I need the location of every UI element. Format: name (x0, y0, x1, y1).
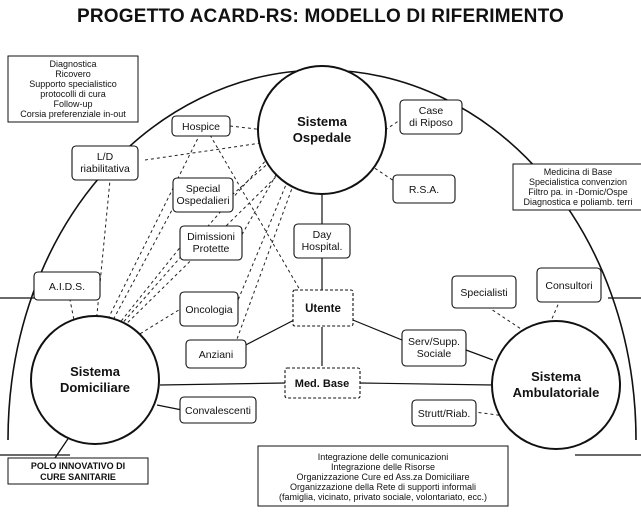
domiciliare-line1: Sistema (70, 364, 121, 379)
anziani-box[interactable] (185, 339, 247, 369)
integrazione-line-3: Organizzazione Cure ed Ass.za Domiciliar… (296, 472, 469, 482)
right-line-1: Medicina di Base (544, 167, 613, 177)
sistema-domiciliare-circle[interactable] (30, 315, 160, 445)
oncologia-box[interactable] (179, 291, 239, 327)
right-line-3: Filtro pa. in -Domic/Ospe (528, 187, 628, 197)
serv-supp-line1: Serv/Supp. (408, 336, 460, 348)
anziani-label: Anziani (199, 349, 233, 361)
day-hospital-line1: Day (313, 229, 332, 241)
rsa-box[interactable] (392, 174, 456, 204)
integrazione-line-4: Organizzazione della Rete di supporti in… (290, 482, 476, 492)
domiciliare-line2: Domiciliare (60, 380, 130, 395)
top-left-line-5: Follow-up (53, 99, 92, 109)
right-line-2: Specialistica convenzion (529, 177, 627, 187)
sistema-ospedale-circle[interactable] (257, 65, 387, 195)
polo-box (7, 457, 149, 485)
consultori-label: Consultori (545, 280, 592, 292)
strutt-box[interactable] (411, 399, 477, 427)
connector (235, 167, 281, 246)
sistema-ambulatoriale-circle[interactable] (491, 320, 621, 450)
connector (99, 133, 201, 336)
case-riposo-box[interactable] (399, 99, 463, 135)
ld-box[interactable] (71, 145, 139, 181)
connector (111, 149, 276, 336)
oncologia-label: Oncologia (185, 304, 232, 316)
connector (69, 299, 76, 326)
hospice-box[interactable] (171, 115, 231, 137)
top-left-line-1: Diagnostica (49, 59, 96, 69)
right-line-4: Diagnostica e poliamb. terri (523, 197, 632, 207)
connector (232, 179, 296, 351)
specialisti-box[interactable] (451, 275, 517, 309)
top-left-box (7, 55, 139, 123)
convalescenti-label: Convalescenti (185, 405, 251, 417)
top-left-line-4: protocolli di cura (40, 89, 106, 99)
right-box (512, 163, 641, 211)
aids-label: A.I.D.S. (49, 281, 85, 293)
special-line1: Special (186, 183, 220, 195)
day-hospital-box[interactable] (293, 223, 351, 259)
day-hospital-line2: Hospital. (302, 241, 343, 253)
connector (104, 194, 181, 336)
top-left-line-3: Supporto specialistico (29, 79, 117, 89)
polo-line-1: POLO INNOVATIVO DI (31, 461, 125, 471)
connector (347, 317, 403, 341)
ambulatoriale-line1: Sistema (531, 369, 582, 384)
dimissioni-line1: Dimissioni (187, 231, 235, 243)
case-riposo-line1: Case (419, 105, 444, 117)
connector (94, 179, 111, 336)
serv-supp-box[interactable] (401, 329, 467, 367)
ld-line2: riabilitativa (80, 163, 130, 175)
top-left-line-2: Ricovero (55, 69, 91, 79)
med-base-box[interactable] (284, 367, 361, 399)
polo-line-2: CURE SANITARIE (40, 472, 116, 482)
connector (465, 349, 494, 361)
dimissioni-box[interactable] (179, 225, 243, 261)
strutt-label: Strutt/Riab. (418, 408, 471, 420)
serv-supp-line2: Sociale (417, 348, 452, 360)
connector (109, 244, 183, 336)
consultori-box[interactable] (536, 267, 602, 303)
convalescenti-box[interactable] (179, 396, 257, 424)
special-line2: Ospedalieri (176, 195, 229, 207)
special-ospedalieri-box[interactable] (172, 177, 234, 213)
connector (144, 141, 269, 161)
top-left-line-6: Corsia preferenziale in-out (20, 109, 126, 119)
med-base-label: Med. Base (295, 378, 349, 390)
connector (231, 159, 273, 196)
integrazione-line-5: (famiglia, vicinato, privato sociale, vo… (279, 492, 487, 502)
integrazione-box (257, 445, 509, 507)
ospedale-line2: Ospedale (293, 130, 352, 145)
dimissioni-line2: Protette (193, 243, 230, 255)
case-riposo-line2: di Riposo (409, 117, 453, 129)
connector (159, 382, 286, 386)
integrazione-line-2: Integrazione delle Risorse (331, 462, 435, 472)
utente-label: Utente (305, 303, 341, 315)
aids-box[interactable] (33, 271, 101, 301)
dashed-connectors (69, 119, 561, 421)
connector (129, 307, 183, 341)
integrazione-line-1: Integrazione delle comunicazioni (318, 452, 449, 462)
connector (359, 382, 494, 386)
specialisti-label: Specialisti (460, 287, 507, 299)
rsa-label: R.S.A. (409, 184, 439, 196)
hospice-label: Hospice (182, 121, 220, 133)
ambulatoriale-line2: Ambulatoriale (513, 385, 600, 400)
ld-line1: L/D (97, 151, 114, 163)
page-title: PROGETTO ACARD-RS: MODELLO DI RIFERIMENT… (76, 6, 565, 27)
ospedale-line1: Sistema (297, 114, 348, 129)
utente-box[interactable] (292, 289, 354, 327)
connector (156, 404, 183, 411)
